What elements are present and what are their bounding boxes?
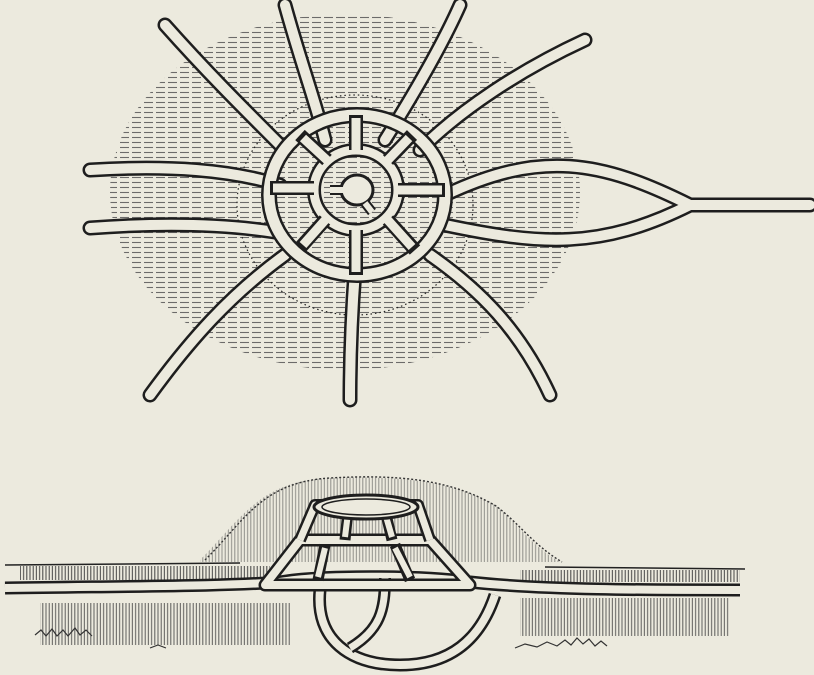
section-view-diagram	[5, 477, 745, 665]
plan-view-diagram	[90, 5, 810, 400]
top-oval-chamber	[314, 495, 418, 519]
ground-hatch-right	[520, 570, 740, 582]
ground-scribbles-right	[515, 638, 607, 648]
subsoil-hatch-right	[520, 598, 730, 636]
subsoil-hatch-left	[40, 603, 290, 645]
